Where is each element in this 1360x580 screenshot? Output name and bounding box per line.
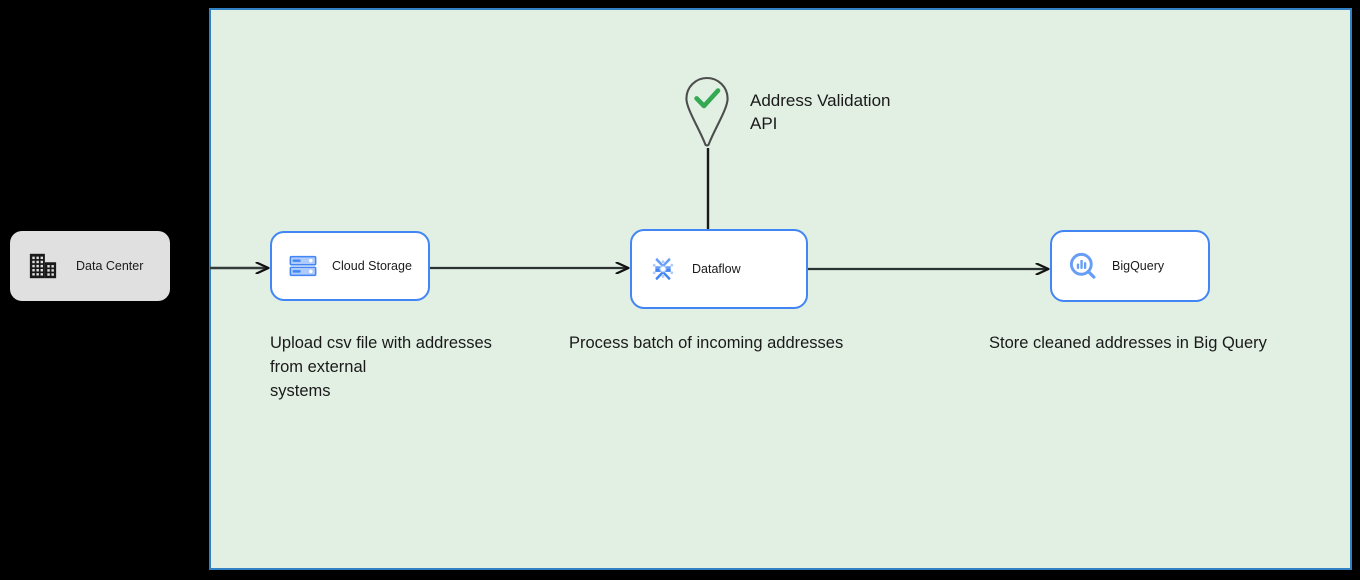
caption-cloud-storage: Upload csv file with addresses from exte… bbox=[270, 334, 492, 400]
node-label-address-validation-api: Address Validation API bbox=[750, 91, 891, 133]
node-label-cloud-storage: Cloud Storage bbox=[332, 259, 412, 273]
location-pin-check-icon bbox=[685, 76, 729, 147]
building-icon bbox=[29, 253, 57, 279]
node-dataflow[interactable]: Dataflow bbox=[630, 229, 808, 309]
node-cloud-storage[interactable]: Cloud Storage bbox=[270, 231, 430, 301]
cloud-storage-icon bbox=[289, 255, 317, 277]
node-label-bigquery: BigQuery bbox=[1112, 259, 1165, 273]
node-bigquery[interactable]: BigQuery bbox=[1050, 230, 1210, 302]
caption-dataflow: Process batch of incoming addresses bbox=[569, 334, 844, 352]
dataflow-icon bbox=[652, 257, 674, 281]
node-label-dataflow: Dataflow bbox=[692, 262, 741, 276]
node-data-center[interactable]: Data Center bbox=[10, 231, 170, 301]
node-label-data-center: Data Center bbox=[76, 259, 144, 273]
caption-bigquery: Store cleaned addresses in Big Query bbox=[989, 334, 1267, 352]
node-address-validation-api[interactable]: Address Validation API bbox=[683, 75, 891, 149]
bigquery-icon bbox=[1069, 252, 1096, 279]
